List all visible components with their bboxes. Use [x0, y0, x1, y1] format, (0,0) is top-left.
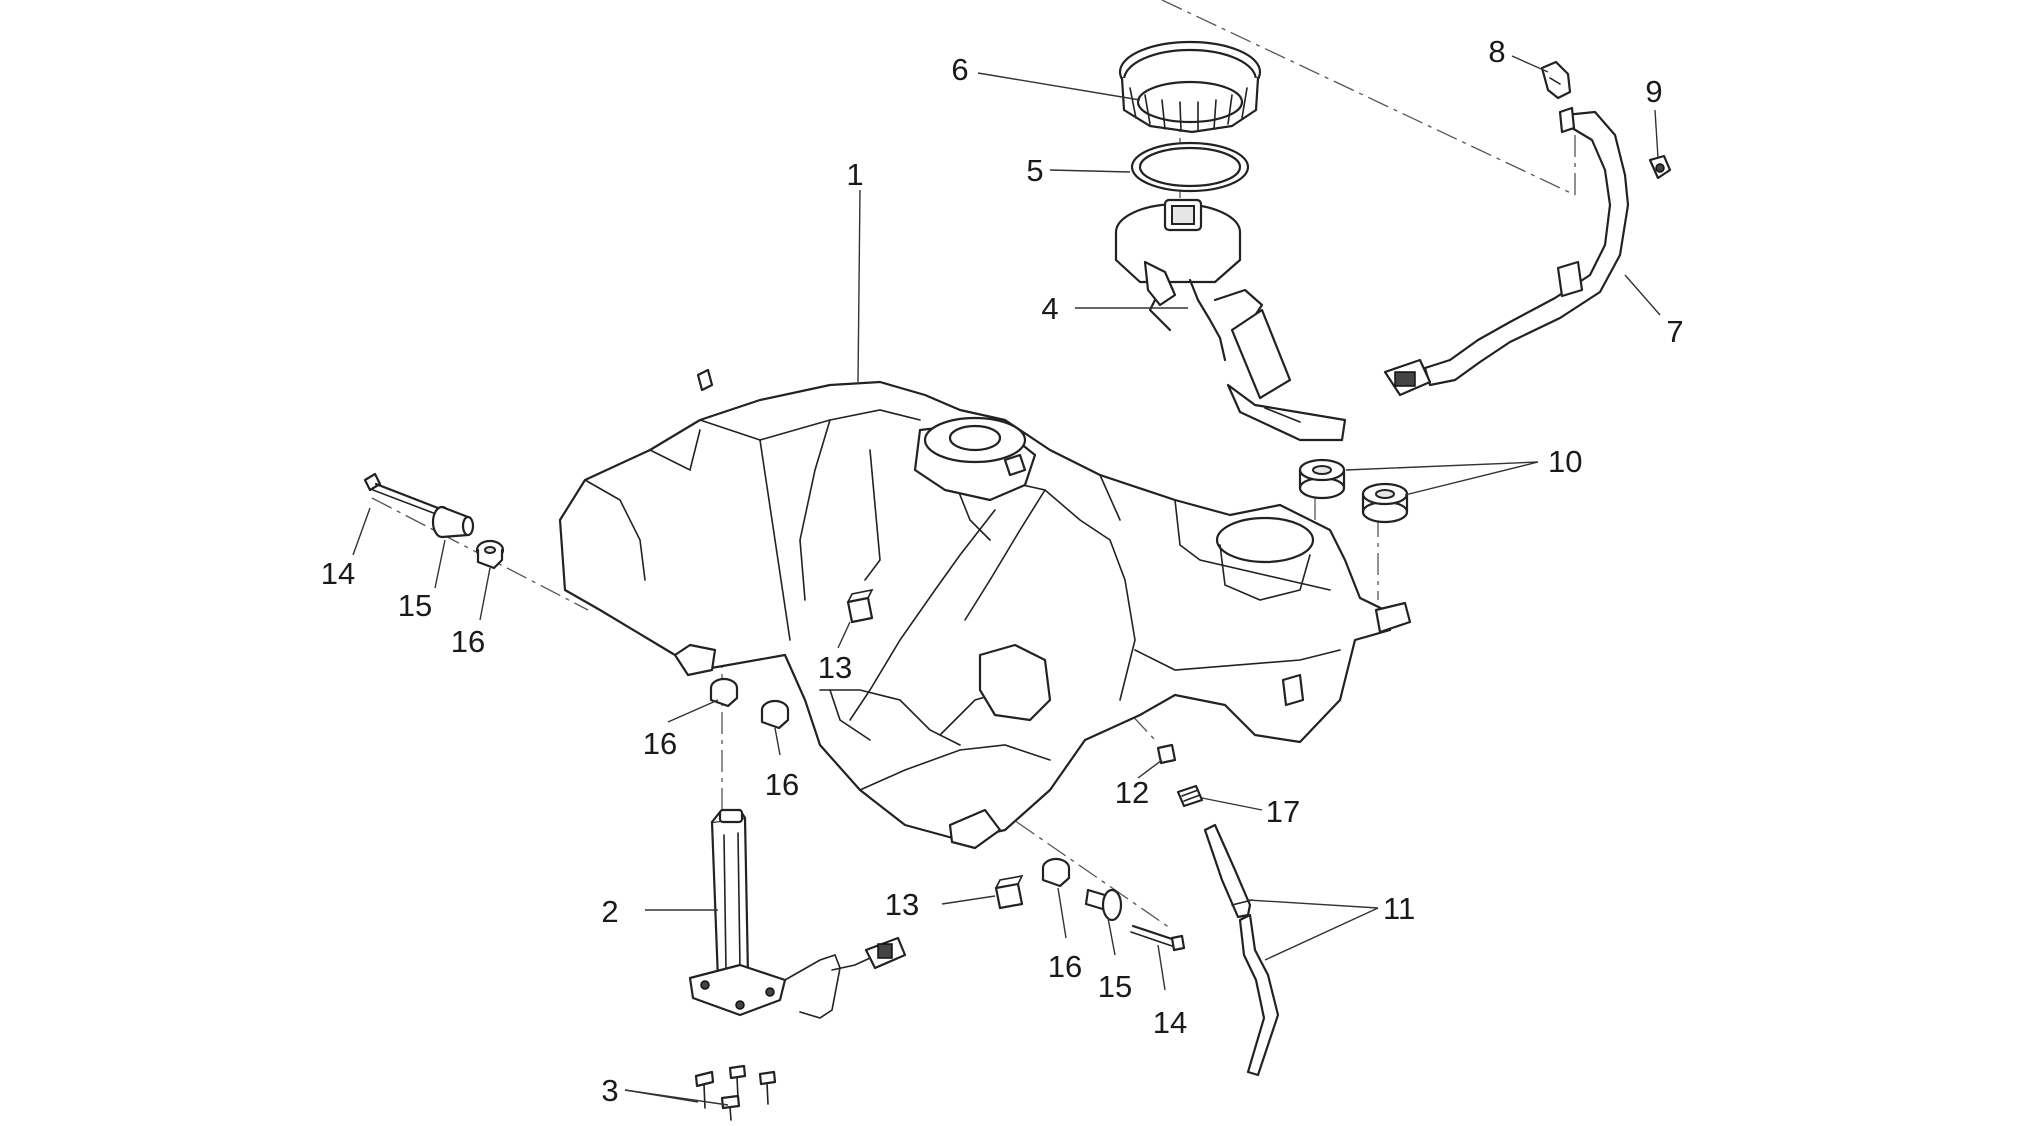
- spring-clip: [1176, 784, 1204, 808]
- callout-labels: 1 2 3 4 5 6 7 8 9 10 11 12 13 13 14 14 1…: [321, 34, 1684, 1108]
- callout-12: 12: [1115, 775, 1149, 810]
- callout-3: 3: [601, 1073, 618, 1108]
- callout-16-left: 16: [451, 624, 485, 659]
- callout-14-right: 14: [1153, 1005, 1187, 1040]
- callout-5: 5: [1026, 153, 1043, 188]
- callout-7: 7: [1666, 314, 1683, 349]
- spacer: [1156, 743, 1177, 765]
- bushing-right: [1084, 888, 1123, 922]
- small-clip: [1648, 154, 1672, 180]
- callout-16-bottom: 16: [1048, 949, 1082, 984]
- callout-8: 8: [1488, 34, 1505, 69]
- vent-hose: [1383, 106, 1630, 397]
- callout-15-left: 15: [398, 588, 432, 623]
- callout-4: 4: [1041, 291, 1058, 326]
- rubber-grommets: [1298, 458, 1409, 524]
- callout-15-right: 15: [1098, 969, 1132, 1004]
- callout-13-lower: 13: [885, 887, 919, 922]
- callout-14-left: 14: [321, 556, 355, 591]
- callout-2: 2: [601, 894, 618, 929]
- callout-1: 1: [846, 157, 863, 192]
- grommet-left-upper: [475, 539, 505, 570]
- callout-6: 6: [951, 52, 968, 87]
- drain-hose: [1203, 823, 1280, 1077]
- callout-9: 9: [1645, 74, 1662, 109]
- leader-lines: [352, 55, 1661, 1106]
- callout-16-center-left: 16: [643, 726, 677, 761]
- callout-13-upper: 13: [818, 650, 852, 685]
- bolt-right: [1130, 924, 1186, 952]
- callout-10: 10: [1548, 444, 1582, 479]
- grommet-left-lower: [709, 677, 739, 708]
- fuel-level-sender: [688, 808, 907, 1019]
- fuel-tank: [558, 368, 1412, 850]
- sender-screws: [694, 1064, 777, 1121]
- callout-11: 11: [1383, 891, 1415, 926]
- bushing-left: [431, 505, 475, 539]
- rubber-pad-lower: [994, 874, 1024, 910]
- grommet-center: [760, 699, 790, 730]
- fuel-pump: [1114, 198, 1347, 442]
- pump-lock-ring: [1118, 40, 1262, 134]
- hose-clip: [1540, 60, 1572, 100]
- grommet-bottom: [1041, 857, 1071, 888]
- bolt-left: [363, 472, 440, 515]
- pump-gasket: [1130, 141, 1250, 193]
- rubber-pad-upper: [846, 588, 874, 624]
- callout-17: 17: [1266, 794, 1300, 829]
- callout-16-center: 16: [765, 767, 799, 802]
